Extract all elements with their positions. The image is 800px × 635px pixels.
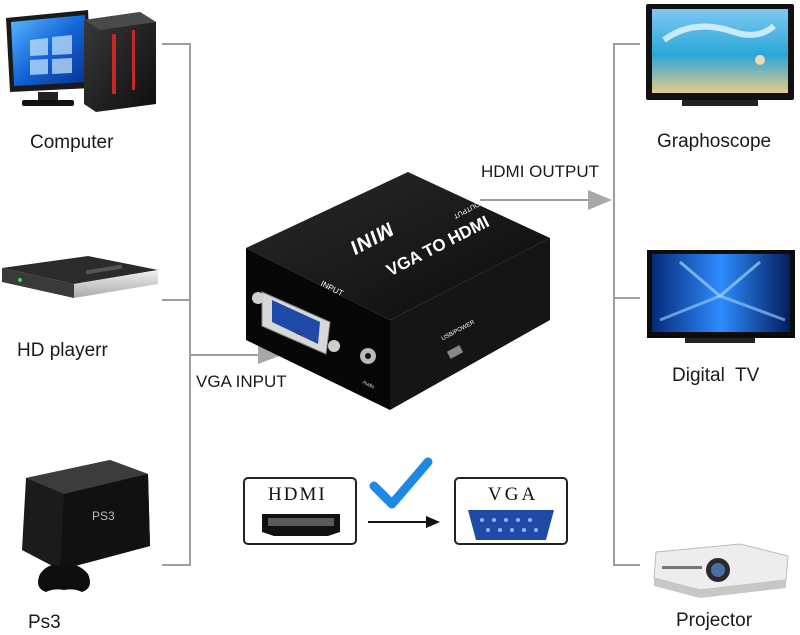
output-label-graphoscope: Graphoscope: [657, 131, 772, 152]
output-label-projector: Projector: [676, 610, 753, 631]
monitor-icon: [646, 4, 794, 106]
left-connector-lines: [162, 43, 260, 566]
svg-text:PS3: PS3: [92, 509, 115, 523]
source-label-hd-player: HD playerr: [17, 340, 108, 361]
connector-legend: [243, 457, 568, 545]
vga-input-label: VGA INPUT: [196, 372, 287, 391]
output-arrow-head: [588, 190, 612, 210]
projector-icon: [653, 543, 789, 598]
hdmi-output-label: HDMI OUTPUT: [481, 162, 600, 181]
usb-power-port: [446, 345, 464, 359]
output-label-digital-tv: Digital TV: [672, 365, 760, 386]
vga-to-hdmi-converter: [246, 172, 550, 410]
checkmark-icon: [369, 457, 433, 509]
input-arrow-head: [258, 346, 282, 364]
right-connector-lines: [480, 43, 640, 566]
vga-port-shape: [468, 510, 554, 540]
desktop-computer-icon: [6, 10, 156, 112]
game-console-icon: PS3: [22, 460, 150, 592]
source-label-computer: Computer: [30, 132, 114, 153]
direction-arrow-icon: [426, 516, 440, 528]
hdmi-legend-label: HDMI: [268, 484, 327, 505]
vga-legend-label: VGA: [488, 484, 539, 505]
hd-player-icon: [2, 256, 158, 298]
tv-icon: [647, 250, 795, 343]
source-label-ps3: Ps3: [28, 612, 61, 633]
